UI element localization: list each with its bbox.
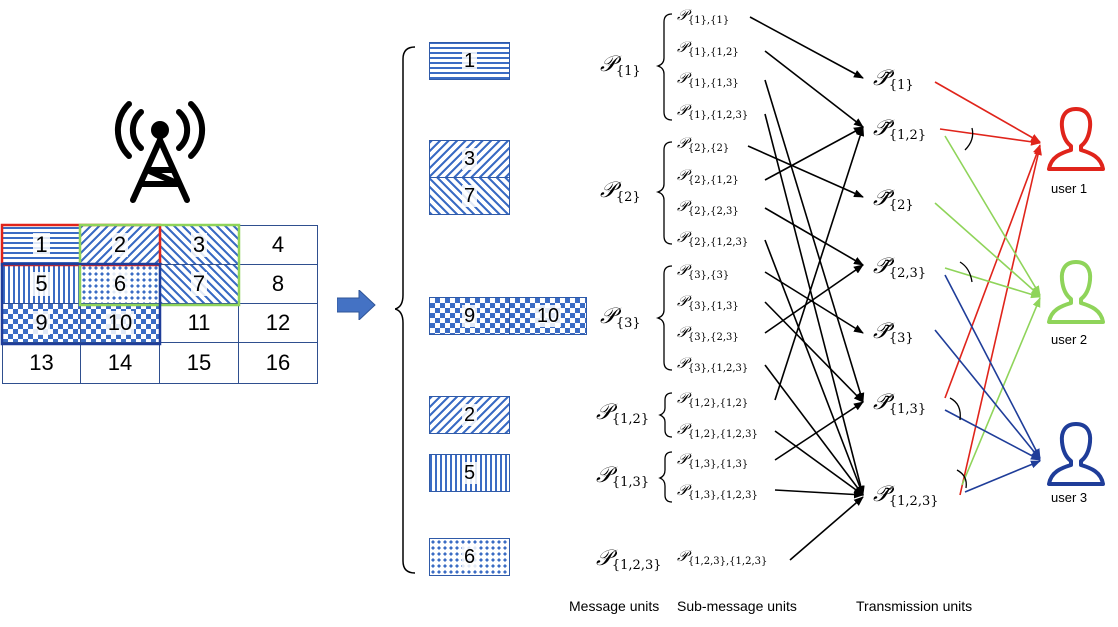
message-block-1: 1 bbox=[429, 42, 510, 80]
sub-message-unit: 𝒫{1,3},{1,3} bbox=[677, 450, 749, 470]
transmission-unit: 𝒫̃{1,2,3} bbox=[873, 482, 939, 509]
sub-message-unit: 𝒫{2},{1,2} bbox=[677, 166, 739, 186]
message-unit-3: 𝒫{3} bbox=[600, 304, 641, 331]
sub-message-unit: 𝒫{2},{2,3} bbox=[677, 197, 739, 217]
user-icon bbox=[1047, 422, 1105, 486]
footer-sub-message-units: Sub-message units bbox=[677, 598, 797, 614]
sub-message-unit: 𝒫{3},{3} bbox=[677, 261, 730, 281]
message-unit-13: 𝒫{1,3} bbox=[596, 463, 650, 490]
left-bracket bbox=[395, 46, 416, 574]
message-unit-2: 𝒫{2} bbox=[600, 178, 641, 205]
message-block-10: 10 bbox=[509, 297, 587, 335]
message-block-2: 2 bbox=[429, 396, 510, 434]
sub-message-unit: 𝒫{1,2},{1,2,3} bbox=[677, 420, 758, 440]
grid-cell: 16 bbox=[238, 342, 318, 384]
sub-message-unit: 𝒫{1},{1,2} bbox=[677, 38, 739, 58]
sub-message-unit: 𝒫{1,2,3},{1,2,3} bbox=[677, 547, 768, 567]
sub-message-unit: 𝒫{1,3},{1,2,3} bbox=[677, 481, 758, 501]
coverage-outlines bbox=[0, 223, 241, 346]
tower-icon bbox=[114, 101, 206, 203]
transmission-unit: 𝒫̃{1} bbox=[873, 66, 914, 93]
arrow-right-icon bbox=[337, 290, 376, 320]
user-label: user 2 bbox=[1051, 332, 1088, 347]
user-icon bbox=[1047, 260, 1105, 324]
sub-message-unit: 𝒫{1},{1,2,3} bbox=[677, 101, 749, 121]
sub-message-unit: 𝒫{1},{1} bbox=[677, 6, 730, 26]
transmission-unit: 𝒫̃{3} bbox=[873, 319, 914, 346]
sub-message-unit: 𝒫{1},{1,3} bbox=[677, 69, 739, 89]
user-label: user 1 bbox=[1051, 181, 1088, 196]
sub-message-unit: 𝒫{2},{1,2,3} bbox=[677, 228, 749, 248]
message-block-3: 3 bbox=[429, 140, 510, 178]
transmission-unit: 𝒫̃{1,3} bbox=[873, 390, 927, 417]
message-block-6: 6 bbox=[429, 538, 510, 576]
sub-message-unit: 𝒫{3},{2,3} bbox=[677, 323, 739, 343]
sub-message-unit: 𝒫{1,2},{1,2} bbox=[677, 389, 749, 409]
transmission-unit: 𝒫̃{1,2} bbox=[873, 116, 927, 143]
message-block-9: 9 bbox=[429, 297, 510, 335]
footer-message-units: Message units bbox=[569, 598, 660, 614]
user-icon bbox=[1047, 107, 1105, 171]
message-block-5: 5 bbox=[429, 454, 510, 492]
grid-cell: 10 bbox=[80, 303, 160, 343]
footer-transmission-units: Transmission units bbox=[856, 598, 973, 614]
transmission-unit: 𝒫̃{2,3} bbox=[873, 254, 927, 281]
sub-message-unit: 𝒫{3},{1,3} bbox=[677, 292, 739, 312]
transmission-unit: 𝒫̃{2} bbox=[873, 186, 914, 213]
grid-cell: 14 bbox=[80, 342, 160, 384]
user-label: user 3 bbox=[1051, 490, 1088, 505]
message-unit-12: 𝒫{1,2} bbox=[596, 400, 650, 427]
sub-message-unit: 𝒫{2},{2} bbox=[677, 134, 730, 154]
sub-message-unit: 𝒫{3},{1,2,3} bbox=[677, 354, 749, 374]
message-block-7: 7 bbox=[429, 177, 510, 215]
message-unit-1: 𝒫{1} bbox=[600, 52, 641, 79]
message-unit-123: 𝒫{1,2,3} bbox=[596, 546, 662, 573]
grid-cell: 7 bbox=[159, 264, 239, 304]
